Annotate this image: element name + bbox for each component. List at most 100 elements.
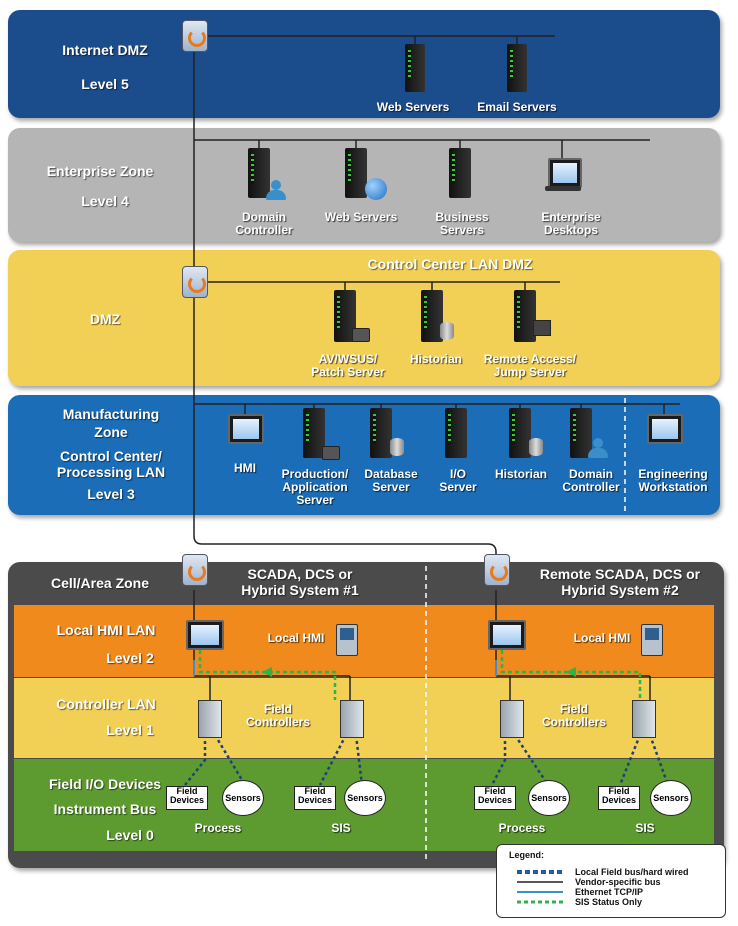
processing-lan-2: Processing LAN	[56, 464, 166, 480]
manufacturing-zone-title-2: Zone	[94, 424, 128, 440]
server-icon	[507, 44, 527, 92]
dmz-title: DMZ	[89, 311, 121, 327]
legend-swatches	[517, 870, 563, 904]
domain-controller-3-line: Controller	[562, 480, 620, 494]
controller-lan-band	[14, 678, 714, 758]
controller-icon	[198, 700, 222, 738]
field-devices-line: Field	[304, 786, 326, 796]
firewall-icon	[484, 554, 510, 586]
processing-lan-1: Control Center/	[60, 448, 162, 464]
enterprise-zone-level: Level 4	[81, 193, 129, 209]
local-hmi-lan-level: Level 2	[106, 650, 154, 666]
server-icon	[514, 290, 536, 342]
manufacturing-level: Level 3	[87, 486, 135, 502]
server-icon	[405, 44, 425, 92]
internet-dmz-level: Level 5	[81, 76, 129, 92]
field-devices-line: Devices	[601, 795, 637, 805]
web-servers-5-label: Web Servers	[376, 100, 450, 114]
historian-3-label: Historian	[494, 467, 547, 481]
local-hmi-lan-title: Local HMI LAN	[56, 622, 156, 638]
firewall-icon	[182, 554, 208, 586]
web-servers-4-label: Web Servers	[324, 210, 398, 224]
sis-2-label: SIS	[635, 821, 655, 835]
field-devices-line: Field	[484, 786, 506, 796]
enterprise-desktops-line: Desktops	[543, 223, 599, 237]
dmz-banner: Control Center LAN DMZ	[367, 256, 533, 272]
business-servers-line: Servers	[439, 223, 485, 237]
remote-access-label: Remote Access/Jump Server	[476, 353, 584, 379]
domain-controller-line: Controller	[235, 223, 293, 237]
legend-item-label: SIS Status Only	[575, 897, 643, 907]
field-controllers-line: Field	[263, 702, 292, 716]
server-icon	[370, 408, 392, 458]
firewall-icon	[182, 266, 208, 298]
field-controllers-line: Controllers	[541, 715, 606, 729]
io-server-line: Server	[439, 480, 477, 494]
remote-link-line	[193, 535, 497, 566]
user-icon	[266, 180, 286, 200]
controller-icon	[500, 700, 524, 738]
historian-dmz-label: Historian	[409, 352, 462, 366]
av-wsus-label: AV/WSUS/Patch Server	[300, 353, 396, 379]
server-icon	[509, 408, 531, 458]
database-icon	[529, 438, 543, 456]
production-server-line: Server	[296, 493, 334, 507]
controller-lan-title: Controller LAN	[56, 696, 156, 712]
sis-1-label: SIS	[331, 821, 351, 835]
sensors-circle: Sensors	[528, 780, 570, 816]
server-icon	[303, 408, 325, 458]
controller-icon	[632, 700, 656, 738]
dmz-zone	[8, 250, 720, 386]
sensors-circle: Sensors	[344, 780, 386, 816]
process-1-label: Process	[194, 821, 242, 835]
user-icon	[588, 438, 608, 458]
desktop-icon	[488, 620, 526, 650]
desktop-icon	[228, 414, 264, 444]
sensors-circle: Sensors	[650, 780, 692, 816]
database-server-line: Server	[372, 480, 410, 494]
io-server-line: I/O	[449, 467, 466, 481]
internet-dmz-title: Internet DMZ	[62, 42, 148, 58]
legend-item-label: Ethernet TCP/IP	[575, 887, 644, 897]
production-server-line: Production/	[281, 467, 349, 481]
field-controllers-line: Field	[559, 702, 588, 716]
remote-access-line: Jump Server	[493, 365, 567, 379]
legend-title: Legend:	[509, 850, 544, 860]
desktop-icon	[548, 158, 582, 188]
legend-box: Legend: Local Field bus/hard wired Vendo…	[496, 844, 726, 918]
business-servers-line: Business	[435, 210, 489, 224]
database-icon	[390, 438, 404, 456]
desktop-icon	[647, 414, 683, 444]
server-icon	[248, 148, 270, 198]
camera-icon	[352, 328, 370, 342]
cell-area-title: Cell/Area Zone	[50, 575, 150, 591]
field-devices-line: Field	[176, 786, 198, 796]
enterprise-zone-title: Enterprise Zone	[46, 163, 154, 179]
camera-icon	[322, 446, 340, 460]
server-icon	[421, 290, 443, 342]
manufacturing-zone-title-1: Manufacturing	[62, 406, 160, 422]
local-hmi-2-label: Local HMI	[573, 631, 631, 645]
field-devices-line: Devices	[169, 795, 205, 805]
server-icon	[334, 290, 356, 342]
field-devices-line: Field	[608, 786, 630, 796]
controller-icon	[340, 700, 364, 738]
server-icon	[570, 408, 592, 458]
sensors-circle: Sensors	[222, 780, 264, 816]
local-hmi-1-label: Local HMI	[267, 631, 325, 645]
keyboard-icon	[545, 186, 581, 191]
monitor-icon	[533, 320, 551, 336]
